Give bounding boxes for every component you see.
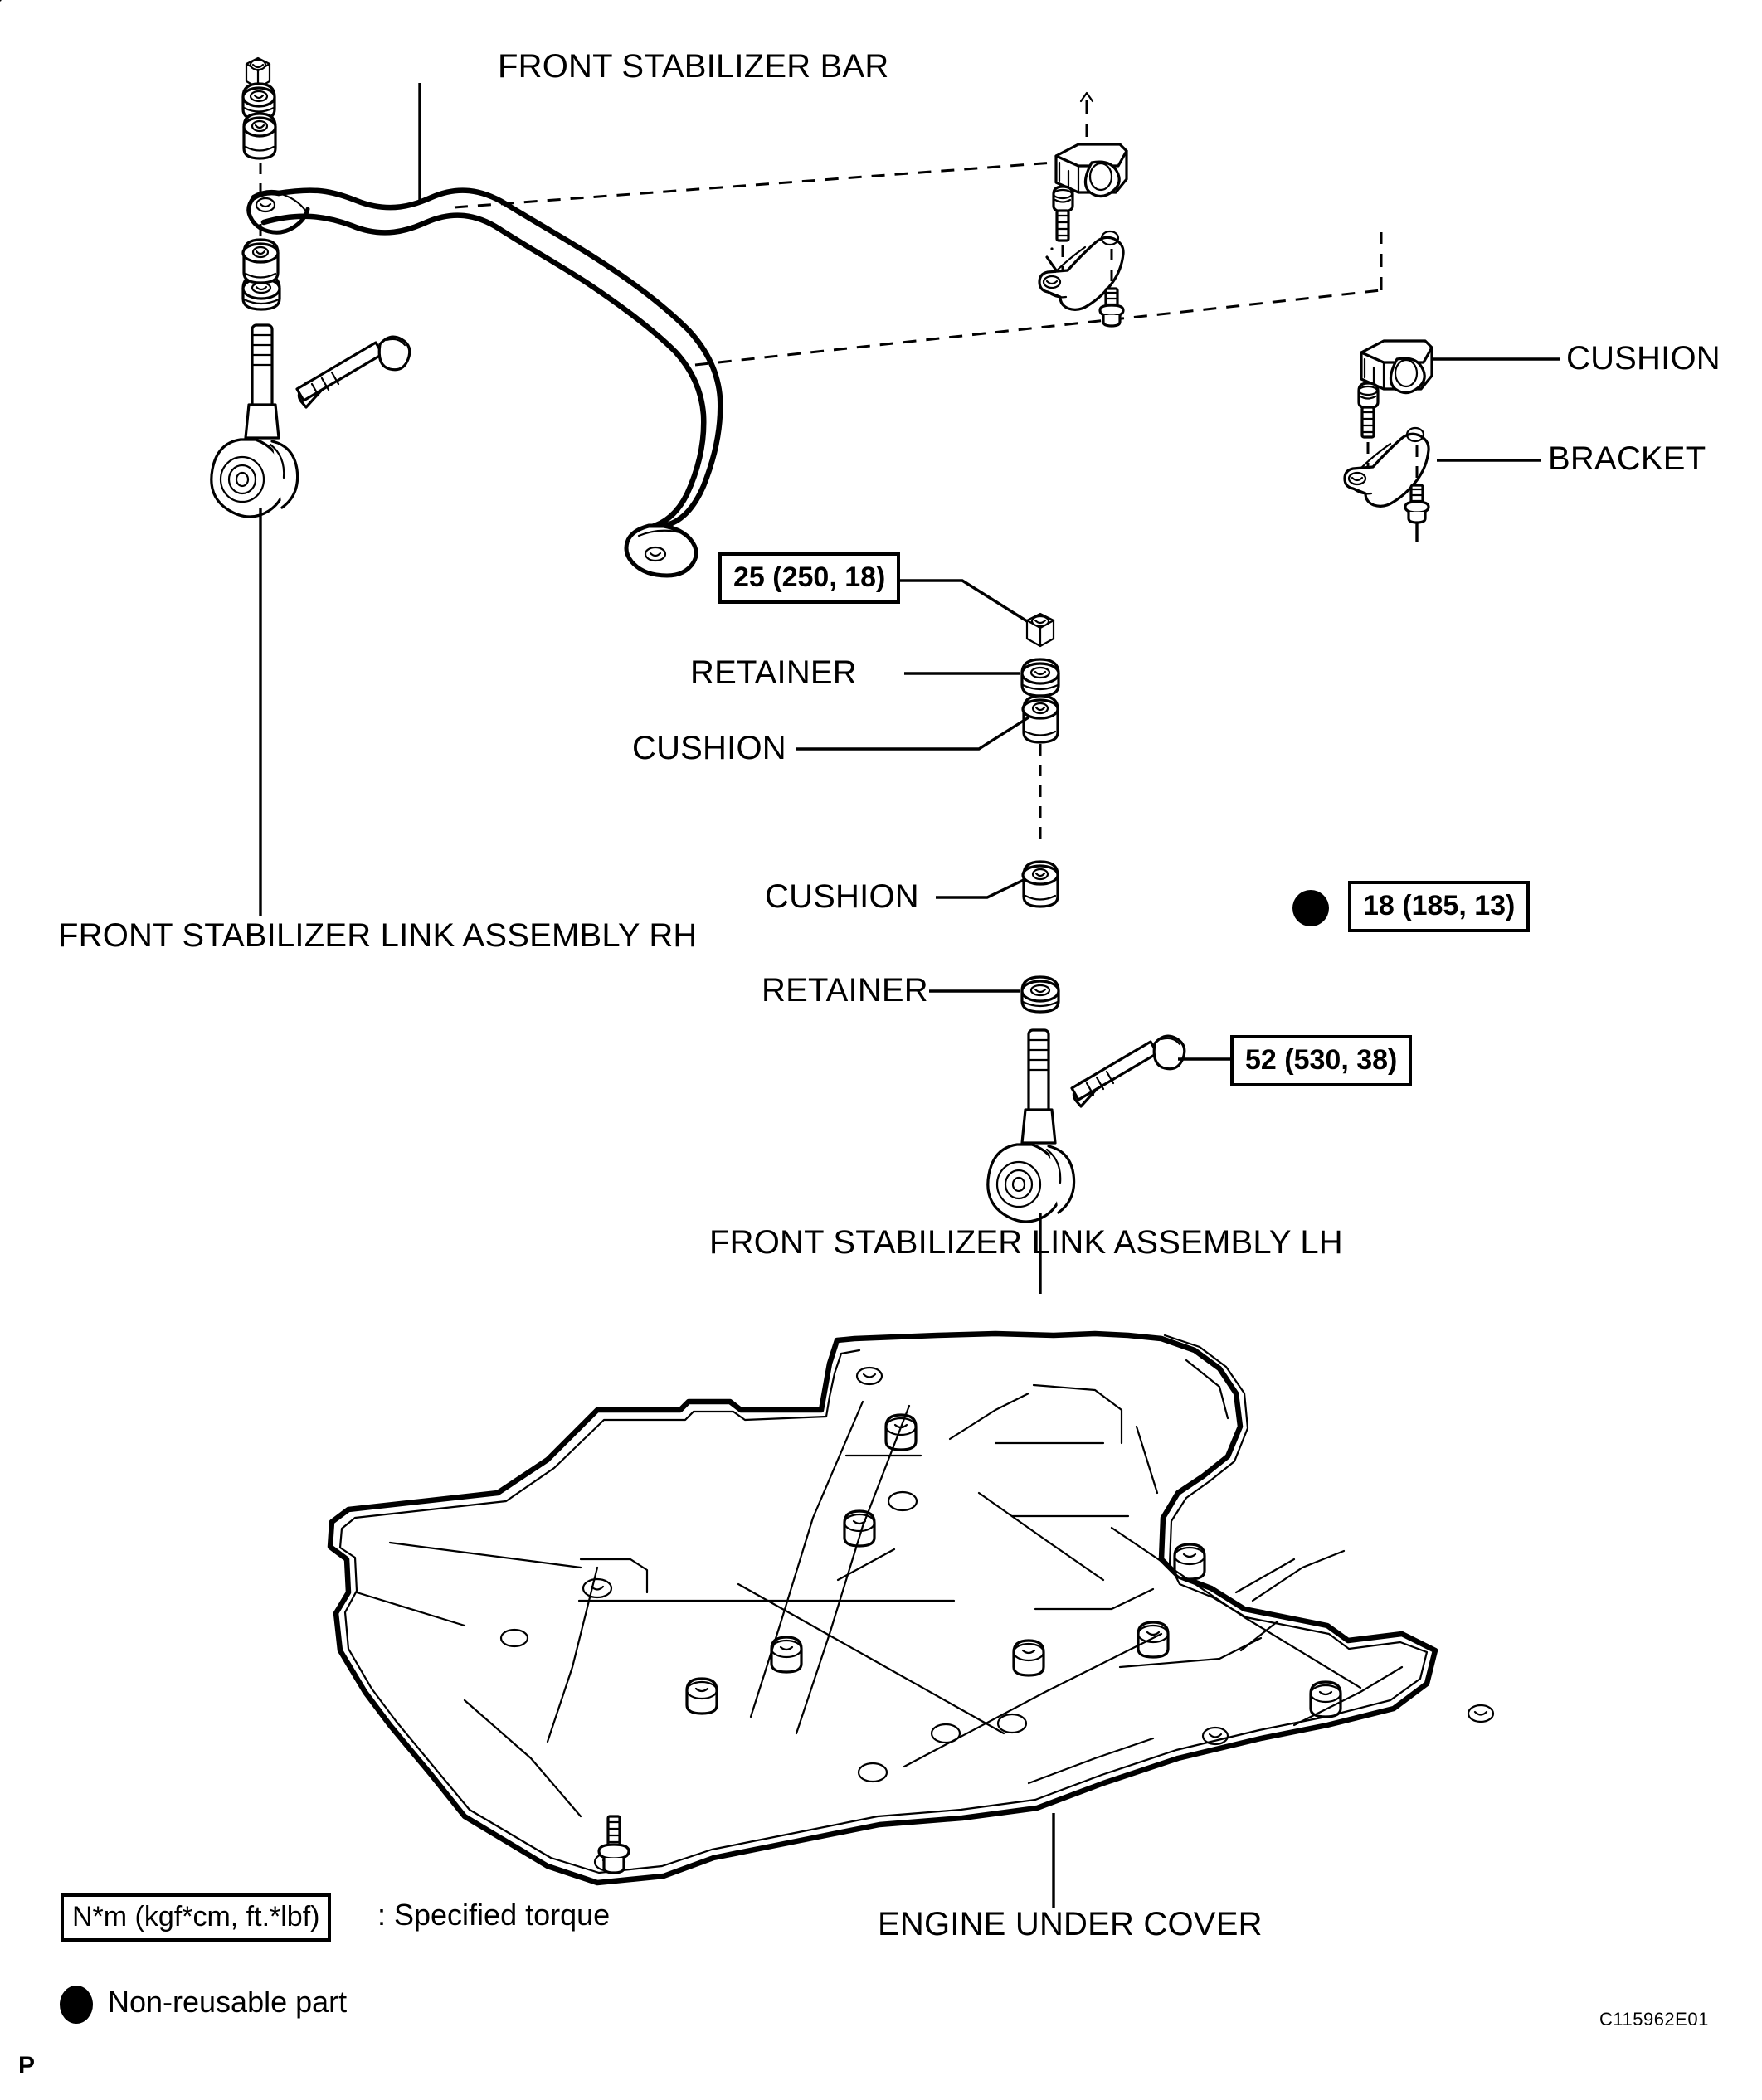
cushion-upper-leader — [796, 716, 1029, 751]
rh-nut — [245, 56, 271, 90]
page-mark: P — [18, 2052, 36, 2079]
torque-25-leader — [900, 579, 1028, 623]
label-cushion-right: CUSHION — [1566, 340, 1721, 377]
torque-box-link-upper-nut: 25 (250, 18) — [718, 552, 901, 604]
cushion-lower-leader — [936, 877, 1026, 899]
torque-box-link-bolt: 52 (530, 38) — [1230, 1035, 1413, 1086]
label-retainer-lower: RETAINER — [762, 972, 928, 1009]
label-engine-under-cover: ENGINE UNDER COVER — [878, 1906, 1263, 1942]
bracket-upper-right — [0, 0, 1125, 311]
cushion-mid-right — [1360, 339, 1433, 395]
bolt-upper-right-lower — [1098, 287, 1125, 328]
label-retainer-upper: RETAINER — [690, 654, 857, 691]
center-cushion-lower — [1021, 860, 1059, 908]
bolt-upper-right — [1052, 185, 1074, 242]
bolt-lh-link — [1070, 1034, 1186, 1108]
center-cushion-upper — [1021, 694, 1059, 744]
rh-cushion-mid — [241, 238, 280, 284]
bolt-rh-link — [295, 335, 411, 409]
label-front-stabilizer-link-rh: FRONT STABILIZER LINK ASSEMBLY RH — [58, 917, 698, 954]
center-retainer-upper — [1020, 658, 1060, 698]
engine-cover-bolt — [597, 1815, 630, 1874]
legend-non-reusable-text: Non-reusable part — [108, 1985, 348, 2019]
label-bracket: BRACKET — [1548, 440, 1706, 477]
center-nut — [1025, 612, 1055, 648]
bracket-mid-right — [1343, 426, 1430, 508]
torque-box-bracket-bolt: 18 (185, 13) — [1348, 881, 1531, 932]
engine-under-cover — [327, 1330, 1495, 1886]
label-cushion-lower-mid: CUSHION — [765, 878, 919, 915]
rh-cushion-upper — [242, 112, 277, 160]
front-stabilizer-bar — [246, 187, 723, 578]
cushion-upper-right — [1054, 143, 1128, 198]
bolt-mid-right-upper — [1357, 382, 1380, 439]
rh-retainer-upper — [241, 82, 276, 121]
front-stabilizer-link-lh — [986, 1028, 1076, 1223]
drawing-code: C115962E01 — [1599, 2009, 1709, 2030]
legend-torque-unit-box: N*m (kgf*cm, ft.*lbf) — [61, 1893, 332, 1942]
label-cushion-upper-mid: CUSHION — [632, 730, 786, 766]
center-retainer-lower — [1020, 975, 1060, 1014]
title-front-stabilizer-bar: FRONT STABILIZER BAR — [498, 48, 889, 85]
legend-torque-text: : Specified torque — [377, 1898, 611, 1932]
non-reusable-legend-dot — [60, 1986, 93, 2024]
label-front-stabilizer-link-lh: FRONT STABILIZER LINK ASSEMBLY LH — [709, 1224, 1343, 1261]
front-stabilizer-link-rh — [210, 323, 299, 518]
non-reusable-dot-marker — [1292, 890, 1329, 926]
